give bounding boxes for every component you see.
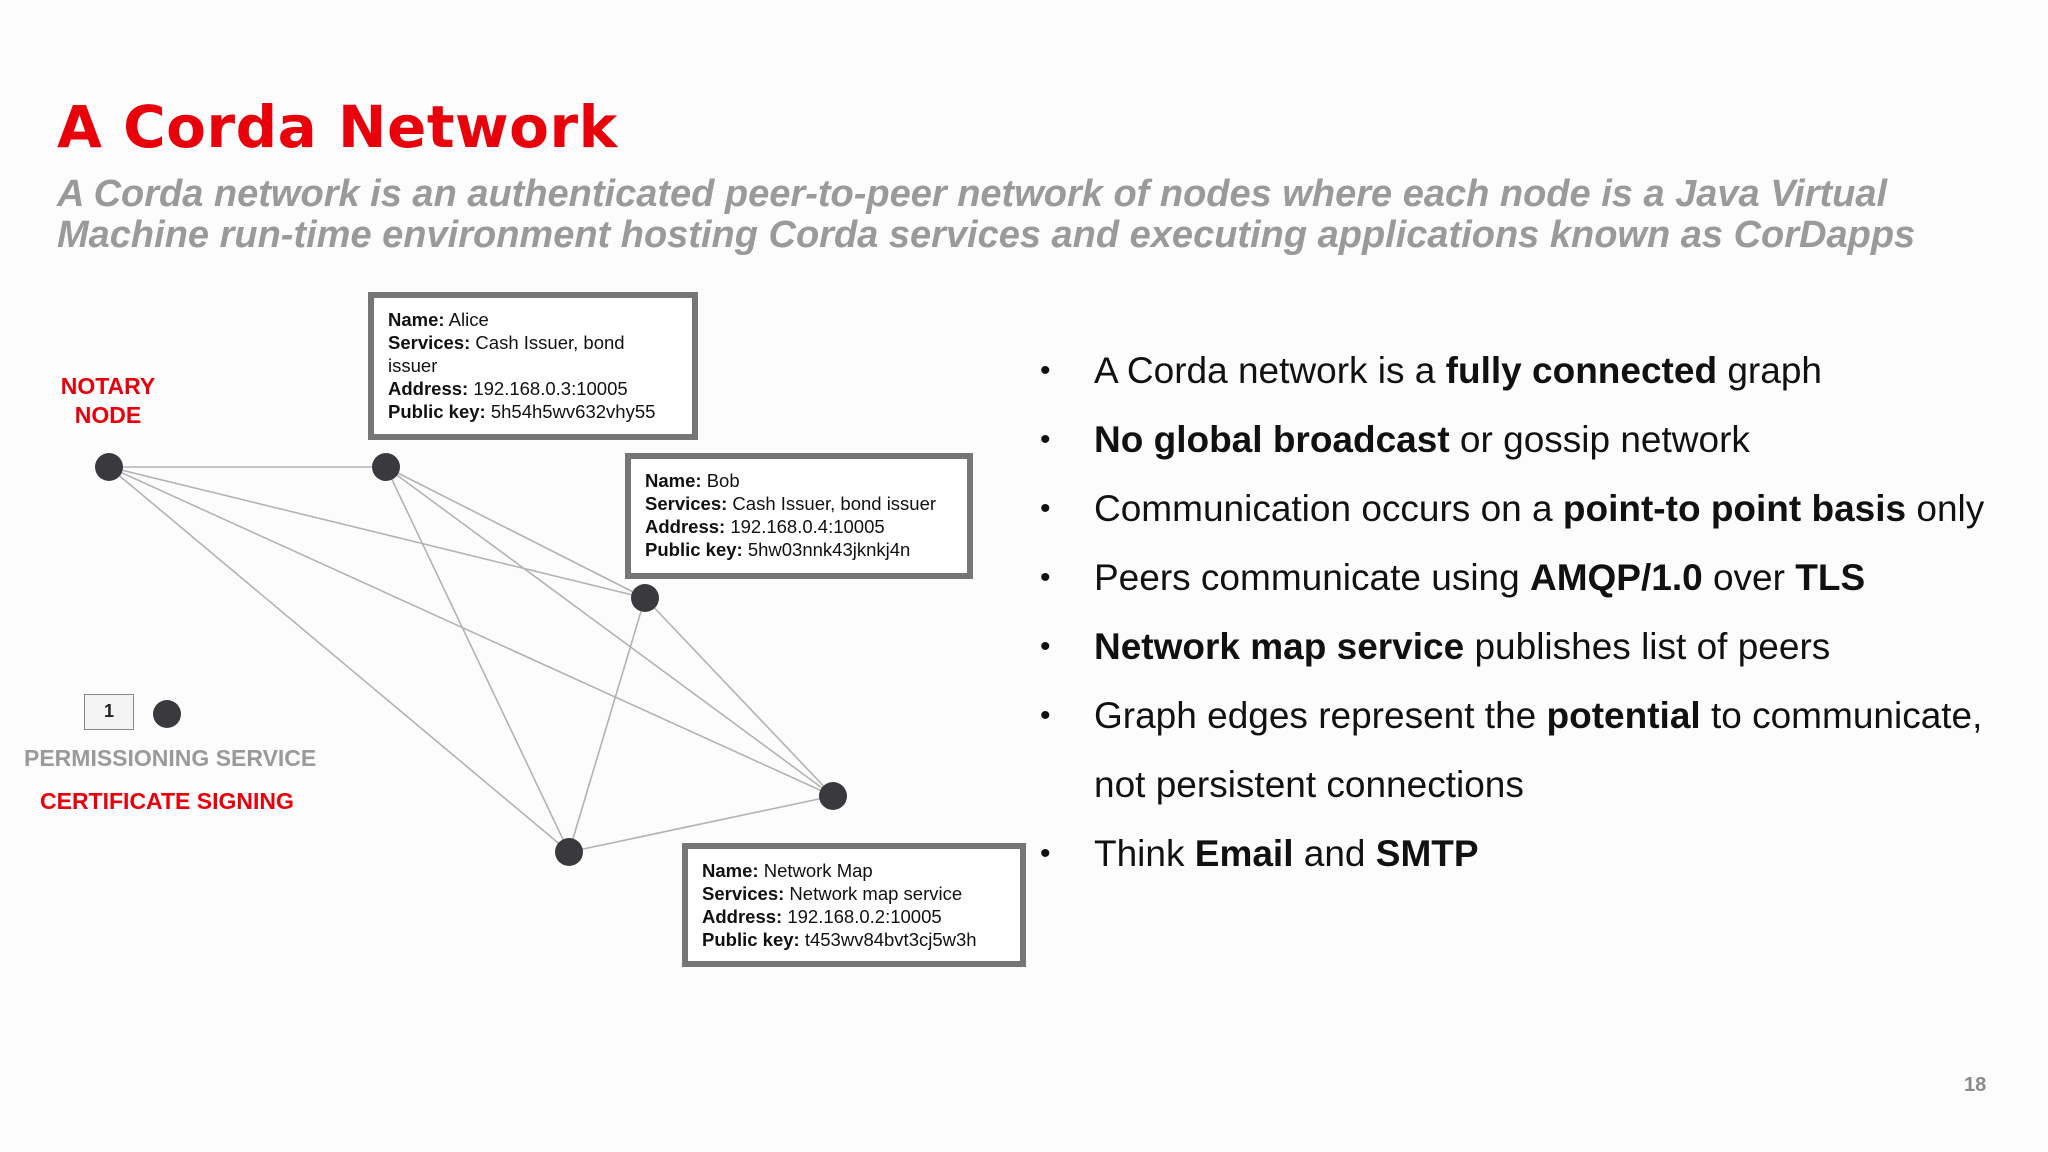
bullet-list: •A Corda network is a fully connected gr… [1040, 336, 2040, 888]
notary-label-line1: NOTARY [60, 373, 156, 399]
node-alice [372, 453, 400, 481]
bullet-item: •Network map service publishes list of p… [1040, 612, 2040, 681]
bullet-item: •Think Email and SMTP [1040, 819, 2040, 888]
notary-label-line2: NODE [74, 402, 142, 428]
alice-address-row: Address: 192.168.0.3:10005 [388, 378, 628, 399]
bullet-item: •No global broadcast or gossip network [1040, 405, 2040, 474]
netmap-services-row: Services: Network map service [702, 883, 963, 904]
legend-number-box: 1 [84, 694, 134, 730]
edge-alice-bob [385, 466, 646, 599]
bullet-item: •Communication occurs on a point-to poin… [1040, 474, 2040, 543]
edge-alice-bottom [385, 466, 570, 853]
alice-info-box: Name: Alice Services: Cash Issuer, bond … [368, 292, 698, 440]
edge-bob-bottom [568, 597, 646, 853]
node-netmap [819, 782, 847, 810]
bullet-dot-icon: • [1040, 492, 1051, 525]
edge-notary-bottom [108, 466, 570, 853]
alice-services-row: Services: Cash Issuer, bond issuer [388, 332, 625, 376]
edge-notary-bob [108, 466, 646, 599]
network-map-info-box: Name: Network Map Services: Network map … [682, 843, 1026, 967]
bullet-dot-icon: • [1040, 423, 1051, 456]
alice-name-row: Name: Alice [388, 309, 489, 330]
edge-alice-netmap [385, 466, 834, 797]
node-bottom [555, 838, 583, 866]
bob-name-row: Name: Bob [645, 470, 740, 491]
notary-node-label: NOTARY NODE [48, 372, 168, 430]
node-legend [153, 700, 181, 728]
netmap-name-row: Name: Network Map [702, 860, 873, 881]
netmap-address-row: Address: 192.168.0.2:10005 [702, 906, 942, 927]
page-title: A Corda Network [57, 93, 618, 161]
bullet-item: •Graph edges represent the potential to … [1040, 681, 2040, 819]
alice-pubkey-row: Public key: 5h54h5wv632vhy55 [388, 401, 656, 422]
permissioning-service-label: PERMISSIONING SERVICE [24, 745, 317, 771]
certificate-signing-label: CERTIFICATE SIGNING [40, 788, 294, 814]
bullet-dot-icon: • [1040, 561, 1051, 594]
page-number: 18 [1964, 1074, 1987, 1096]
node-notary [95, 453, 123, 481]
netmap-pubkey-row: Public key: t453wv84bvt3cj5w3h [702, 929, 977, 950]
bullet-dot-icon: • [1040, 837, 1051, 870]
bob-services-row: Services: Cash Issuer, bond issuer [645, 493, 937, 514]
page-subtitle: A Corda network is an authenticated peer… [57, 173, 1916, 256]
bob-pubkey-row: Public key: 5hw03nnk43jknkj4n [645, 539, 911, 560]
bullet-dot-icon: • [1040, 699, 1051, 732]
edge-notary-netmap [108, 466, 834, 797]
bullet-item: •A Corda network is a fully connected gr… [1040, 336, 2040, 405]
edge-bob-netmap [644, 597, 834, 797]
bullet-dot-icon: • [1040, 354, 1051, 387]
bob-address-row: Address: 192.168.0.4:10005 [645, 516, 885, 537]
bullet-dot-icon: • [1040, 630, 1051, 663]
node-bob [631, 584, 659, 612]
bullet-item: •Peers communicate using AMQP/1.0 over T… [1040, 543, 2040, 612]
edge-bottom-netmap [568, 795, 834, 853]
bob-info-box: Name: Bob Services: Cash Issuer, bond is… [625, 453, 973, 579]
